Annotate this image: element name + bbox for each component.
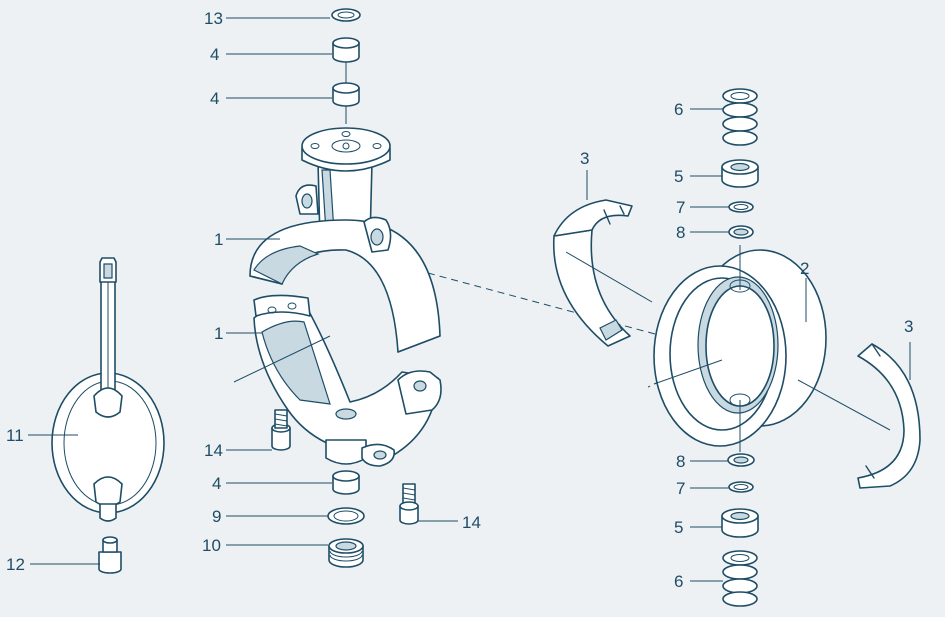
callout-5-top: 5	[674, 167, 683, 186]
part-14-screw-right	[399, 483, 419, 525]
callout-9: 9	[212, 507, 221, 526]
callout-5-bottom: 5	[674, 518, 683, 537]
part-8-washer-bottom	[727, 453, 755, 467]
callout-14-left: 14	[204, 441, 223, 460]
part-8-washer-top	[728, 225, 754, 239]
callout-1-upper: 1	[214, 230, 223, 249]
callout-12: 12	[6, 555, 25, 574]
callout-4-bottom: 4	[212, 474, 221, 493]
callout-8-bottom: 8	[676, 452, 685, 471]
callout-1-lower: 1	[214, 324, 223, 343]
part-3-bearing-shell-right	[857, 343, 921, 489]
part-3-bearing-shell-left	[552, 199, 633, 347]
callout-11: 11	[6, 426, 24, 445]
part-9-o-ring	[327, 507, 365, 525]
part-11-disc-and-stem	[51, 257, 165, 522]
part-1-body-lower-half	[253, 294, 442, 467]
part-6-spring-washers-bottom	[722, 550, 758, 607]
part-5-packing-gland-top	[721, 159, 759, 188]
part-4-bushing-top	[332, 37, 360, 63]
callout-7-bottom: 7	[676, 479, 685, 498]
part-7-o-ring-top	[728, 201, 754, 213]
callout-6-top: 6	[674, 100, 683, 119]
callout-8-top: 8	[676, 223, 685, 242]
callout-4-second: 4	[210, 89, 219, 108]
part-4-bushing-second	[332, 82, 360, 107]
callout-3-left: 3	[580, 149, 589, 168]
leader-lines	[28, 17, 911, 582]
part-1-body-upper-half	[249, 127, 441, 353]
part-4-bushing-bottom	[332, 470, 360, 495]
callout-2: 2	[800, 259, 809, 278]
part-2-seat-ring	[653, 249, 827, 447]
callout-13: 13	[204, 9, 223, 28]
part-14-screw-left	[271, 409, 291, 451]
part-12-stem-pin	[98, 536, 122, 574]
part-6-spring-washers-top	[722, 88, 758, 146]
part-13-seal-ring	[331, 8, 361, 22]
callout-7-top: 7	[676, 198, 685, 217]
callout-4-top: 4	[210, 45, 219, 64]
part-10-bottom-plug	[328, 538, 364, 568]
callout-14-right: 14	[462, 513, 481, 532]
callout-10: 10	[202, 536, 221, 555]
callout-6-bottom: 6	[674, 572, 683, 591]
callout-labels: 13 4 4 1 1 11 12 14 4 9 10 14 3 6 5 7 8 …	[6, 9, 913, 591]
part-7-o-ring-bottom	[728, 481, 754, 493]
part-5-packing-gland-bottom	[721, 508, 759, 538]
callout-3-right: 3	[904, 317, 913, 336]
